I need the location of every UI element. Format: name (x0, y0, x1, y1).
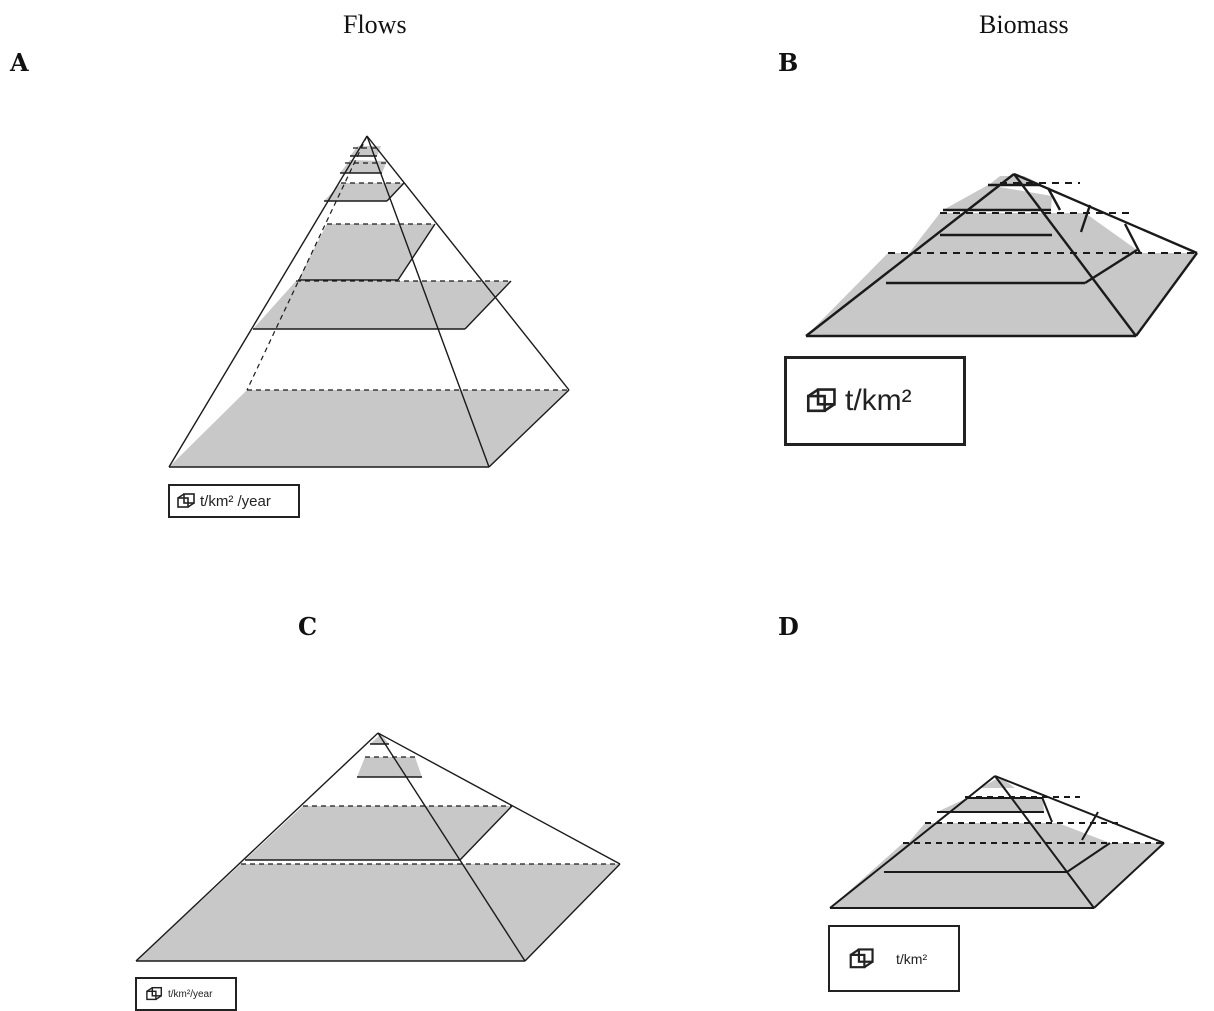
pyramid-d-hidden-edges (903, 796, 1164, 844)
header-flows: Flows (343, 10, 407, 39)
panel-label-b: B (778, 48, 799, 77)
pyramid-d-shading (830, 777, 1164, 908)
pyramid-a-shading (169, 146, 569, 467)
legend-d: t/km² (828, 925, 960, 992)
cube-icon (849, 947, 874, 968)
cube-icon (146, 986, 163, 1001)
pyramid-b-hidden-edges (888, 182, 1197, 254)
legend-a: t/km² /year (168, 484, 300, 518)
cube-icon (177, 493, 195, 508)
panel-label-c: C (298, 612, 318, 641)
legend-a-unit: t/km² /year (200, 492, 271, 510)
pyramid-c-hidden-edges (241, 756, 620, 865)
panel-label-d: D (778, 612, 799, 641)
legend-b-unit: t/km² (845, 384, 912, 417)
legend-c: t/km²/year (135, 977, 237, 1011)
header-biomass: Biomass (979, 10, 1069, 39)
pyramid-c-shading (136, 734, 620, 961)
cube-icon (806, 388, 836, 413)
pyramid-b-edges (805, 172, 1198, 338)
pyramid-c-edges (135, 732, 621, 962)
pyramid-a-hidden-edges (246, 135, 569, 391)
panel-label-a: A (10, 48, 29, 77)
pyramid-a-edges (168, 135, 570, 468)
legend-b: t/km² (784, 356, 966, 446)
legend-c-unit: t/km²/year (168, 988, 213, 1000)
legend-d-unit: t/km² (896, 950, 928, 967)
